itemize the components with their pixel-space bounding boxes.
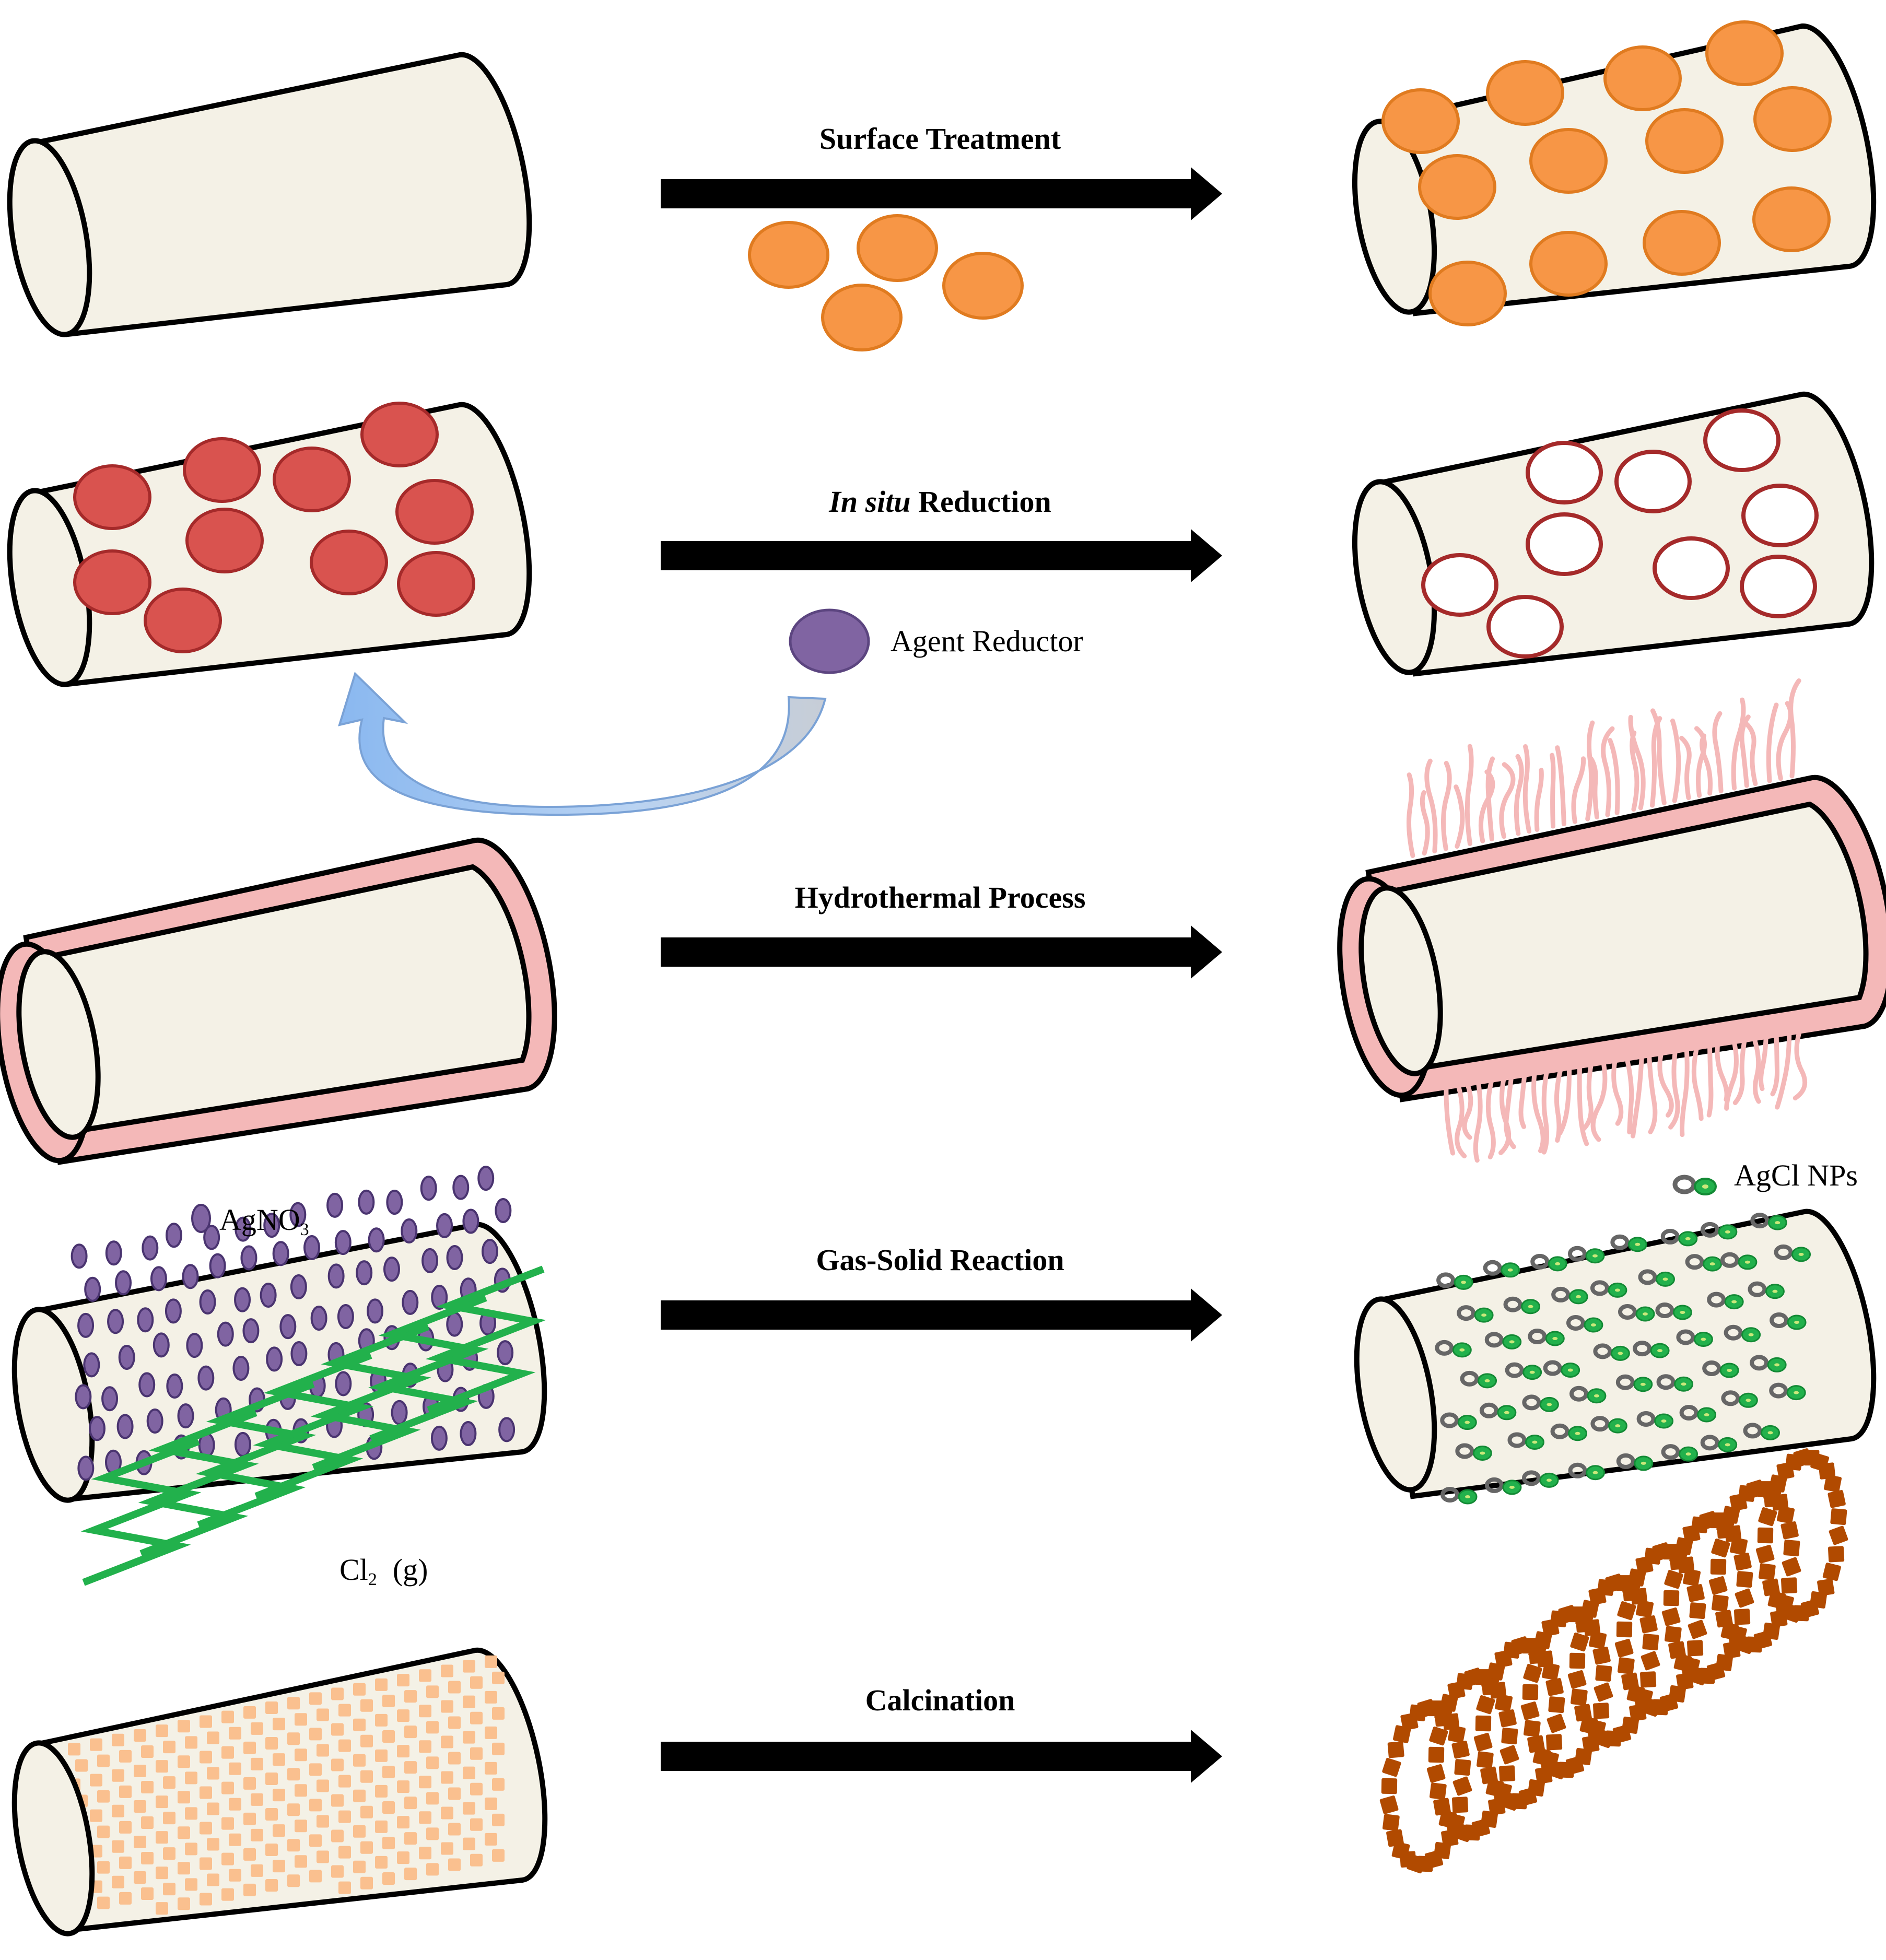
label-cl2-gas: Cl2(g): [339, 1553, 428, 1589]
row-hydrothermal-process: Hydrothermal Process: [0, 678, 1886, 1165]
orange-particles-loose: [748, 214, 1024, 351]
arrow-surface-treatment: [661, 167, 1222, 220]
agno3-legend-icon: [191, 1204, 211, 1233]
row-gas-solid-reaction: AgNO3 Cl2(g) Gas-Solid Reaction AgCl NPs: [11, 1158, 1877, 1589]
agcl-cylinder: [1354, 1208, 1877, 1505]
orange-coated-cylinder: [1352, 20, 1877, 326]
plain-cylinder: [7, 52, 532, 337]
label-agno3: AgNO3: [219, 1203, 309, 1239]
nanowire-cylinder: [1337, 678, 1886, 1163]
row-calcination: Calcination: [11, 1448, 1848, 1936]
reduced-cylinder: [1352, 391, 1875, 677]
label-hydrothermal-process: Hydrothermal Process: [795, 881, 1086, 914]
coated-tube-cylinder: [0, 837, 557, 1165]
arrow-hydrothermal-process: [661, 925, 1222, 979]
label-in-situ-italic: In situ: [828, 485, 910, 519]
arrow-gas-solid-reaction: [661, 1288, 1222, 1342]
label-in-situ-reduction: In situ Reduction: [828, 485, 1051, 519]
red-coated-cylinder: [7, 402, 532, 687]
row-surface-treatment: Surface Treatment: [7, 20, 1877, 351]
label-gas-solid-reaction: Gas-Solid Reaction: [816, 1243, 1064, 1277]
label-reduction: Reduction: [911, 485, 1051, 519]
reducing-agent-particle: [789, 608, 870, 674]
label-agent-reductor: Agent Reductor: [891, 624, 1083, 658]
calcined-hollow-tube: [1379, 1448, 1848, 1874]
cl2-gas-lines: [80, 1265, 546, 1586]
agcl-legend-icon: [1672, 1175, 1717, 1195]
peach-cylinder: [11, 1647, 548, 1936]
label-surface-treatment: Surface Treatment: [819, 122, 1061, 156]
arrow-calcination: [661, 1730, 1222, 1783]
arrow-in-situ-reduction: [661, 529, 1222, 582]
curved-return-arrow: [338, 672, 827, 816]
label-calcination: Calcination: [865, 1683, 1015, 1717]
label-agcl-nps: AgCl NPs: [1734, 1158, 1858, 1192]
row-in-situ-reduction: In situ Reduction Agent Reductor: [7, 391, 1875, 816]
